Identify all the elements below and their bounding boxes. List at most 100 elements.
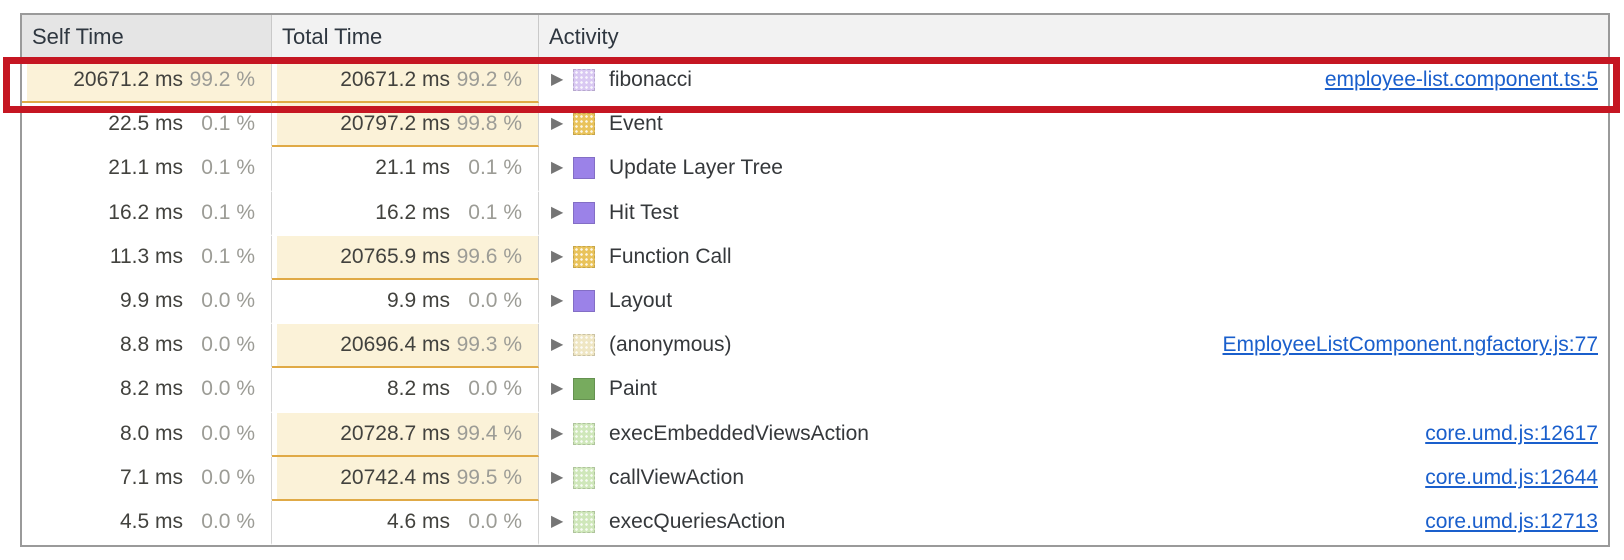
self-time-percent: 0.0 % [201, 465, 255, 489]
table-row[interactable]: 4.5 ms 0.0 % 4.6 ms 0.0 % ▶ execQueriesA… [22, 500, 1608, 546]
bottom-up-data-grid: Self Time Total Time Activity 20671.2 ms… [20, 13, 1610, 547]
table-row[interactable]: 7.1 ms 0.0 % 20742.4 ms 99.5 % ▶ callVie… [22, 456, 1608, 501]
self-time-value: 16.2 ms [108, 200, 183, 224]
expand-arrow-icon[interactable]: ▶ [551, 115, 564, 133]
self-time-percent: 0.1 % [201, 156, 255, 180]
activity-label: execQueriesAction [609, 509, 786, 533]
self-time-cell: 16.2 ms 0.1 % [22, 191, 272, 236]
activity-label: fibonacci [609, 68, 692, 92]
expand-arrow-icon[interactable]: ▶ [551, 292, 564, 310]
activity-label: callViewAction [609, 465, 745, 489]
column-header-total-time[interactable]: Total Time [272, 15, 539, 58]
activity-cell: ▶ Event [539, 103, 1608, 147]
category-color-swatch [573, 466, 595, 489]
total-time-value: 20696.4 ms [340, 333, 450, 357]
column-header-label: Self Time [32, 23, 124, 49]
table-header-row: Self Time Total Time Activity [22, 15, 1608, 59]
self-time-value: 21.1 ms [108, 156, 183, 180]
expand-arrow-icon[interactable]: ▶ [551, 247, 564, 265]
self-time-cell: 11.3 ms 0.1 % [22, 235, 272, 280]
total-time-percent: 99.3 % [456, 333, 522, 357]
activity-label: execEmbeddedViewsAction [609, 421, 869, 445]
activity-cell: ▶ Function Call [539, 236, 1608, 280]
activity-label: Paint [609, 377, 657, 401]
table-row[interactable]: 9.9 ms 0.0 % 9.9 ms 0.0 % ▶ Layout [22, 279, 1608, 325]
category-color-swatch [573, 378, 595, 401]
total-time-percent: 0.0 % [468, 289, 522, 313]
source-location-link[interactable]: EmployeeListComponent.ngfactory.js:77 [1222, 333, 1598, 357]
total-time-percent: 99.2 % [456, 68, 522, 92]
self-time-percent: 0.0 % [201, 289, 255, 313]
total-time-value: 4.6 ms [386, 509, 450, 533]
total-time-percent: 0.0 % [468, 377, 522, 401]
category-color-swatch [573, 510, 595, 533]
table-row[interactable]: 11.3 ms 0.1 % 20765.9 ms 99.6 % ▶ Functi… [22, 235, 1608, 280]
total-time-cell: 4.6 ms 0.0 % [272, 500, 539, 546]
self-time-value: 11.3 ms [109, 244, 183, 268]
total-time-value: 21.1 ms [375, 156, 450, 180]
activity-cell: ▶ Layout [539, 280, 1608, 324]
total-time-value: 20742.4 ms [340, 465, 450, 489]
activity-label: Hit Test [609, 200, 679, 224]
table-row[interactable]: 8.0 ms 0.0 % 20728.7 ms 99.4 % ▶ execEmb… [22, 412, 1608, 457]
expand-arrow-icon[interactable]: ▶ [551, 380, 564, 398]
table-body: 20671.2 ms 99.2 % 20671.2 ms 99.2 % ▶ fi… [22, 59, 1608, 546]
self-time-percent: 0.0 % [201, 509, 255, 533]
total-time-value: 8.2 ms [386, 377, 450, 401]
activity-cell: ▶ (anonymous) EmployeeListComponent.ngfa… [539, 324, 1608, 368]
activity-label: (anonymous) [609, 333, 732, 357]
total-time-value: 16.2 ms [375, 200, 450, 224]
total-time-percent: 0.0 % [468, 509, 522, 533]
self-time-percent: 0.0 % [201, 333, 255, 357]
total-time-percent: 0.1 % [468, 200, 522, 224]
total-time-cell: 20696.4 ms 99.3 % [272, 324, 539, 369]
total-time-value: 20765.9 ms [340, 244, 450, 268]
total-time-percent: 99.4 % [456, 421, 522, 445]
expand-arrow-icon[interactable]: ▶ [551, 336, 564, 354]
total-time-cell: 20728.7 ms 99.4 % [272, 412, 539, 457]
source-location-link[interactable]: core.umd.js:12617 [1425, 421, 1598, 445]
expand-arrow-icon[interactable]: ▶ [551, 203, 564, 221]
self-time-percent: 0.1 % [201, 200, 255, 224]
table-row[interactable]: 20671.2 ms 99.2 % 20671.2 ms 99.2 % ▶ fi… [22, 59, 1608, 104]
self-time-cell: 21.1 ms 0.1 % [22, 147, 272, 192]
self-time-cell: 20671.2 ms 99.2 % [22, 59, 272, 104]
activity-label: Update Layer Tree [609, 156, 783, 180]
category-color-swatch [573, 334, 595, 357]
expand-arrow-icon[interactable]: ▶ [551, 468, 564, 486]
activity-label: Function Call [609, 244, 732, 268]
table-row[interactable]: 21.1 ms 0.1 % 21.1 ms 0.1 % ▶ Update Lay… [22, 147, 1608, 192]
expand-arrow-icon[interactable]: ▶ [551, 71, 564, 89]
column-header-activity[interactable]: Activity [539, 15, 1608, 58]
total-time-percent: 99.6 % [456, 244, 522, 268]
expand-arrow-icon[interactable]: ▶ [551, 512, 564, 530]
self-time-cell: 4.5 ms 0.0 % [22, 500, 272, 546]
total-time-value: 20797.2 ms [340, 112, 450, 136]
expand-arrow-icon[interactable]: ▶ [551, 424, 564, 442]
activity-cell: ▶ callViewAction core.umd.js:12644 [539, 457, 1608, 501]
table-row[interactable]: 22.5 ms 0.1 % 20797.2 ms 99.8 % ▶ Event [22, 103, 1608, 148]
self-time-cell: 7.1 ms 0.0 % [22, 456, 272, 501]
table-row[interactable]: 8.8 ms 0.0 % 20696.4 ms 99.3 % ▶ (anonym… [22, 324, 1608, 369]
self-time-value: 20671.2 ms [73, 68, 183, 92]
table-row[interactable]: 8.2 ms 0.0 % 8.2 ms 0.0 % ▶ Paint [22, 368, 1608, 413]
category-color-swatch [573, 69, 595, 92]
total-time-percent: 0.1 % [468, 156, 522, 180]
self-time-percent: 0.1 % [201, 112, 255, 136]
expand-arrow-icon[interactable]: ▶ [551, 159, 564, 177]
self-time-value: 9.9 ms [119, 289, 183, 313]
self-time-percent: 0.1 % [201, 244, 255, 268]
total-time-cell: 20765.9 ms 99.6 % [272, 235, 539, 280]
activity-cell: ▶ execQueriesAction core.umd.js:12713 [539, 501, 1608, 545]
source-location-link[interactable]: core.umd.js:12713 [1425, 509, 1598, 533]
self-time-value: 8.2 ms [119, 377, 183, 401]
source-location-link[interactable]: core.umd.js:12644 [1425, 465, 1598, 489]
category-color-swatch [573, 422, 595, 445]
category-color-swatch [573, 157, 595, 180]
self-time-cell: 22.5 ms 0.1 % [22, 103, 272, 148]
source-location-link[interactable]: employee-list.component.ts:5 [1324, 68, 1598, 92]
total-time-cell: 20797.2 ms 99.8 % [272, 103, 539, 148]
column-header-self-time[interactable]: Self Time [22, 15, 272, 58]
column-header-label: Activity [549, 23, 619, 49]
table-row[interactable]: 16.2 ms 0.1 % 16.2 ms 0.1 % ▶ Hit Test [22, 191, 1608, 236]
